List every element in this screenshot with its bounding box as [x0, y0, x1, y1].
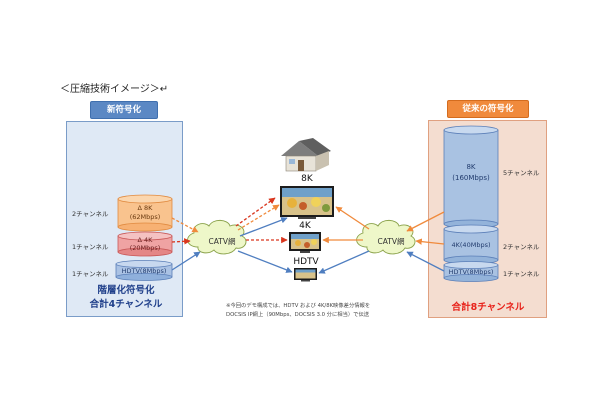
- arrow-cloud-to-8k-blue: [239, 217, 288, 237]
- arrow-hdtv-to-cloud: [171, 251, 201, 271]
- left-4k-rate: (20Mbps): [129, 244, 161, 252]
- left-cylinder-hdtv: [115, 260, 173, 281]
- right-summary: 合計8チャンネル: [451, 302, 525, 313]
- right-row3-channels: 1チャンネル: [503, 270, 540, 278]
- right-cylinder-hdtv: [443, 261, 499, 282]
- arrow-right-4k-to-cloud: [415, 238, 445, 245]
- catv-right-label: CATV網: [377, 237, 405, 246]
- catv-left-label: CATV網: [208, 237, 236, 246]
- image-caption: ＜圧縮技術イメージ＞↵: [60, 84, 169, 95]
- arrow-cloud-to-8k-b: [235, 197, 276, 227]
- arrow-rcloud-to-hdtv: [318, 250, 370, 274]
- arrow-rcloud-to-8k: [335, 206, 370, 230]
- tv-hdtv-icon: [294, 268, 317, 282]
- tv-8k-label: 8K: [301, 174, 313, 184]
- arrow-8k-to-cloud: [171, 217, 199, 233]
- left-cylinder-4k: [117, 231, 173, 257]
- house-icon: [281, 138, 331, 172]
- arrow-cloud-to-8k-a: [237, 204, 280, 231]
- arrow-right-8k-to-cloud: [406, 211, 445, 232]
- left-4k-label: Δ 4K: [137, 236, 153, 244]
- tv-hdtv-label: HDTV: [293, 257, 319, 267]
- left-row3-channels: 1チャンネル: [72, 270, 109, 278]
- left-8k-label: Δ 8K: [137, 204, 153, 212]
- left-row1-channels: 2チャンネル: [72, 210, 109, 218]
- right-8k-rate: (160Mbps): [452, 174, 490, 182]
- arrow-cloud-to-hdtv-left: [237, 250, 293, 273]
- footnote-line1: ※今回のデモ構成では、HDTV および 4K/8K映像差分情報を: [226, 303, 371, 309]
- right-row2-channels: 2チャンネル: [503, 243, 540, 251]
- conventional-encoding-header: 従来の符号化: [447, 100, 529, 118]
- right-hdtv-label: HDTV(8Mbps): [448, 268, 494, 276]
- tv-4k-label: 4K: [299, 221, 311, 231]
- footnote: ※今回のデモ構成では、HDTV および 4K/8K映像差分情報を DOCSIS …: [226, 302, 370, 320]
- right-4k-label: 4K(40Mbps): [451, 241, 491, 249]
- left-summary-line1: 階層化符号化: [97, 285, 155, 296]
- arrow-4k-to-cloud: [171, 238, 191, 245]
- footnote-line2: DOCSIS IP網上（90Mbps、DOCSIS 3.0 分に相当）で伝送: [226, 312, 370, 318]
- left-summary: 階層化符号化 合計4チャンネル: [70, 284, 182, 312]
- tv-4k-icon: [289, 232, 321, 253]
- right-8k-label: 8K: [466, 163, 476, 171]
- left-summary-line2: 合計4チャンネル: [89, 299, 163, 310]
- left-cylinder-8k: [117, 194, 173, 232]
- tv-8k-icon: [280, 186, 334, 219]
- arrow-right-hdtv-to-cloud: [406, 251, 445, 272]
- right-row1-channels: 5チャンネル: [503, 169, 540, 177]
- new-encoding-header: 新符号化: [90, 101, 158, 119]
- left-hdtv-label: HDTV(8Mbps): [121, 267, 167, 275]
- left-row2-channels: 1チャンネル: [72, 243, 109, 251]
- left-8k-rate: (62Mbps): [129, 213, 161, 221]
